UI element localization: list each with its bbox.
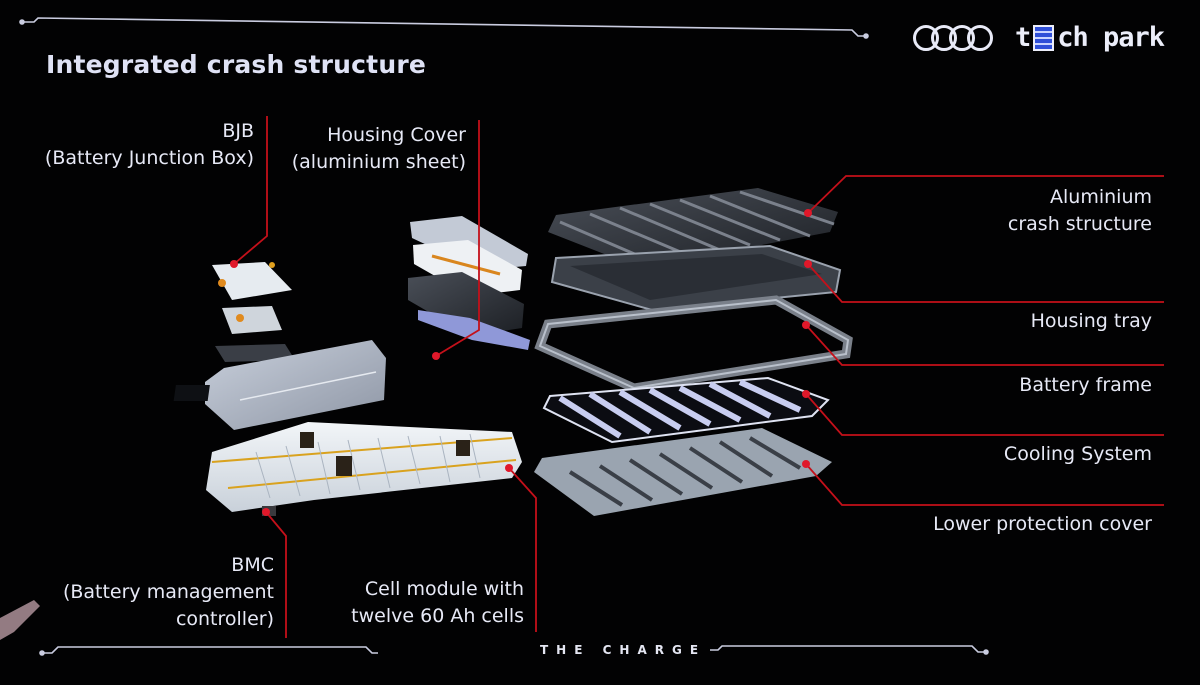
battery-frame-component (534, 295, 853, 393)
leader-lines (233, 116, 1164, 638)
upper-housing-plate (173, 340, 386, 430)
label-housing-tray: Housing tray (1030, 310, 1152, 332)
lower-protection-cover-component (534, 428, 832, 516)
label-cooling-system: Cooling System (1003, 443, 1152, 465)
label-lower-protection-cover: Lower protection cover (933, 513, 1152, 535)
frame-line-bottom (39, 645, 989, 656)
techpark-logo: t ch park (1014, 22, 1165, 53)
leader-cell-module (508, 467, 537, 632)
crash-structure-component (548, 188, 838, 268)
leader-cooling-system (805, 393, 1164, 436)
footer-text: THE CHARGE (540, 643, 707, 657)
slide-title: Integrated crash structure (46, 50, 427, 79)
label-housing-cover: Housing Cover (aluminium sheet) (291, 124, 466, 173)
frame-line-top (19, 17, 869, 39)
edge-artifact (0, 600, 40, 640)
cooling-system-component (542, 376, 830, 444)
cell-module-component (206, 422, 522, 516)
housing-tray-component (550, 244, 842, 312)
leader-lower-cover (805, 463, 1164, 506)
battery-e-icon (1033, 24, 1055, 51)
label-cell-module: Cell module with twelve 60 Ah cells (351, 578, 524, 627)
leader-battery-frame (805, 324, 1164, 366)
leader-bjb (233, 116, 268, 265)
leader-dots (230, 209, 812, 516)
label-battery-frame: Battery frame (1019, 374, 1152, 396)
audi-rings-logo (912, 24, 993, 51)
housing-cover-component (408, 216, 530, 350)
brand-logos: t ch park (912, 22, 1165, 53)
leader-housing-cover (435, 120, 480, 357)
label-bmc: BMC (Battery management controller) (62, 554, 274, 630)
label-bjb: BJB (Battery Junction Box) (44, 120, 254, 169)
label-aluminium-crash-structure: Aluminium crash structure (1007, 186, 1152, 235)
bjb-component (212, 262, 295, 362)
leader-housing-tray (807, 263, 1164, 303)
leader-crash-structure (807, 175, 1164, 214)
leader-bmc (265, 511, 287, 638)
